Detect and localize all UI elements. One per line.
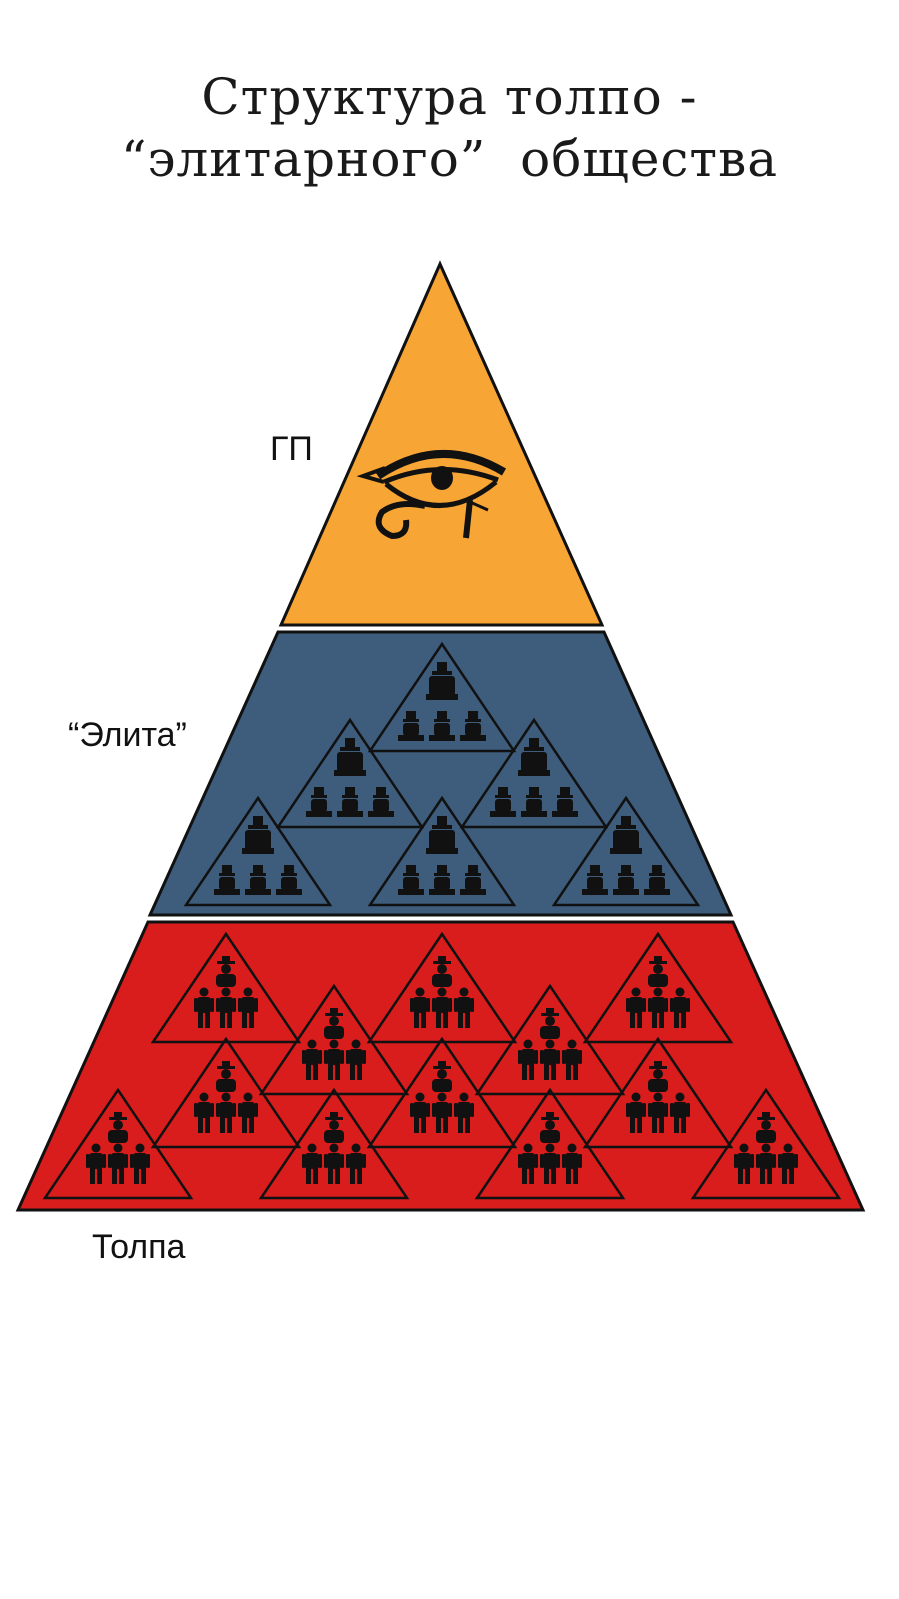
tier-crowd: Толпа	[15, 920, 866, 1266]
tier-crowd-label: Толпа	[92, 1228, 186, 1266]
tier-elite-label: “Элита”	[68, 716, 187, 754]
tier-gp: ГП	[270, 260, 605, 627]
tier-elite: “Элита”	[68, 630, 734, 917]
title-line-2: “элитарного” общества	[120, 130, 779, 188]
eye-of-horus-icon	[356, 450, 507, 540]
tier-gp-label: ГП	[270, 430, 313, 468]
title-line-1: Структура толпо -	[201, 68, 698, 126]
diagram-title: Структура толпо - “элитарного” общества	[0, 66, 899, 190]
tier-elite-shape	[147, 630, 734, 917]
tier-gp-shape	[278, 260, 605, 627]
